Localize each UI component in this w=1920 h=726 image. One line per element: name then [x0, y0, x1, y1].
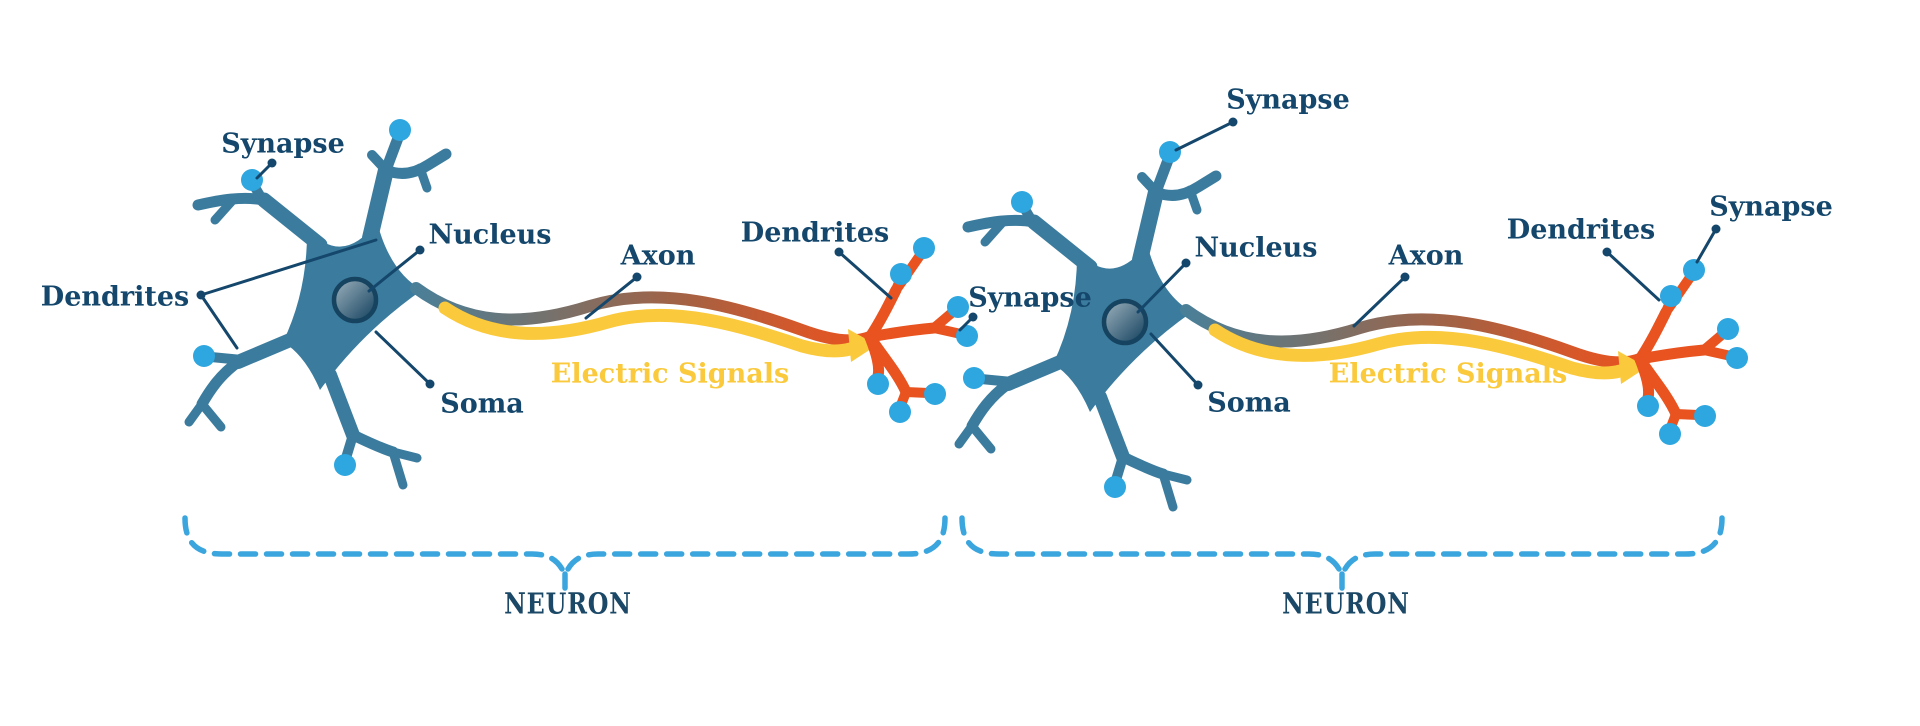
pointer-soma-right: [1149, 332, 1203, 390]
dendrites-label-left: Dendrites: [40, 281, 190, 313]
terminal-dendrites-label-right: Dendrites: [1506, 214, 1656, 246]
axon-label-right: Axon: [1388, 240, 1464, 272]
pointer-terminal-synapse-right: [1695, 224, 1721, 264]
soma-label-left: Soma: [440, 388, 524, 420]
pointer-dendrites-left: [196, 238, 378, 350]
pointer-axon-right: [1352, 272, 1410, 328]
axon-label-left: Axon: [620, 240, 696, 272]
synapse-label-right: Synapse: [1226, 84, 1350, 116]
synapse-label-left: Synapse: [221, 128, 345, 160]
pointer-nucleus-left: [367, 245, 425, 293]
electric-signals-label-right: Electric Signals: [1328, 358, 1568, 390]
junction-synapse-label: Synapse: [968, 282, 1092, 314]
terminal-dendrites-label-left: Dendrites: [740, 217, 890, 249]
pointer-terminal-dendrites-right: [1602, 247, 1661, 302]
pointer-nucleus-right: [1136, 258, 1191, 314]
bracket-left: [185, 518, 945, 588]
pointer-axon-left: [584, 272, 642, 320]
terminal-synapse-label-right: Synapse: [1709, 191, 1833, 223]
pointer-junction-synapse: [958, 312, 978, 332]
soma-label-right: Soma: [1207, 387, 1291, 419]
neuron-cell-right: [959, 141, 1748, 507]
electric-signals-label-left: Electric Signals: [550, 358, 790, 390]
pointer-synapse-left: [255, 158, 277, 180]
nucleus-label-right: Nucleus: [1194, 232, 1318, 264]
neuron-bracket-label-right: NEURON: [1282, 586, 1410, 621]
neuron-cell-left: [189, 119, 978, 485]
neuron-bracket-label-left: NEURON: [504, 586, 632, 621]
bracket-right: [962, 518, 1722, 588]
pointer-synapse-right: [1174, 117, 1238, 152]
pointer-soma-left: [374, 330, 435, 389]
nucleus-label-left: Nucleus: [428, 219, 552, 251]
pointer-terminal-dendrites-left: [834, 247, 893, 300]
